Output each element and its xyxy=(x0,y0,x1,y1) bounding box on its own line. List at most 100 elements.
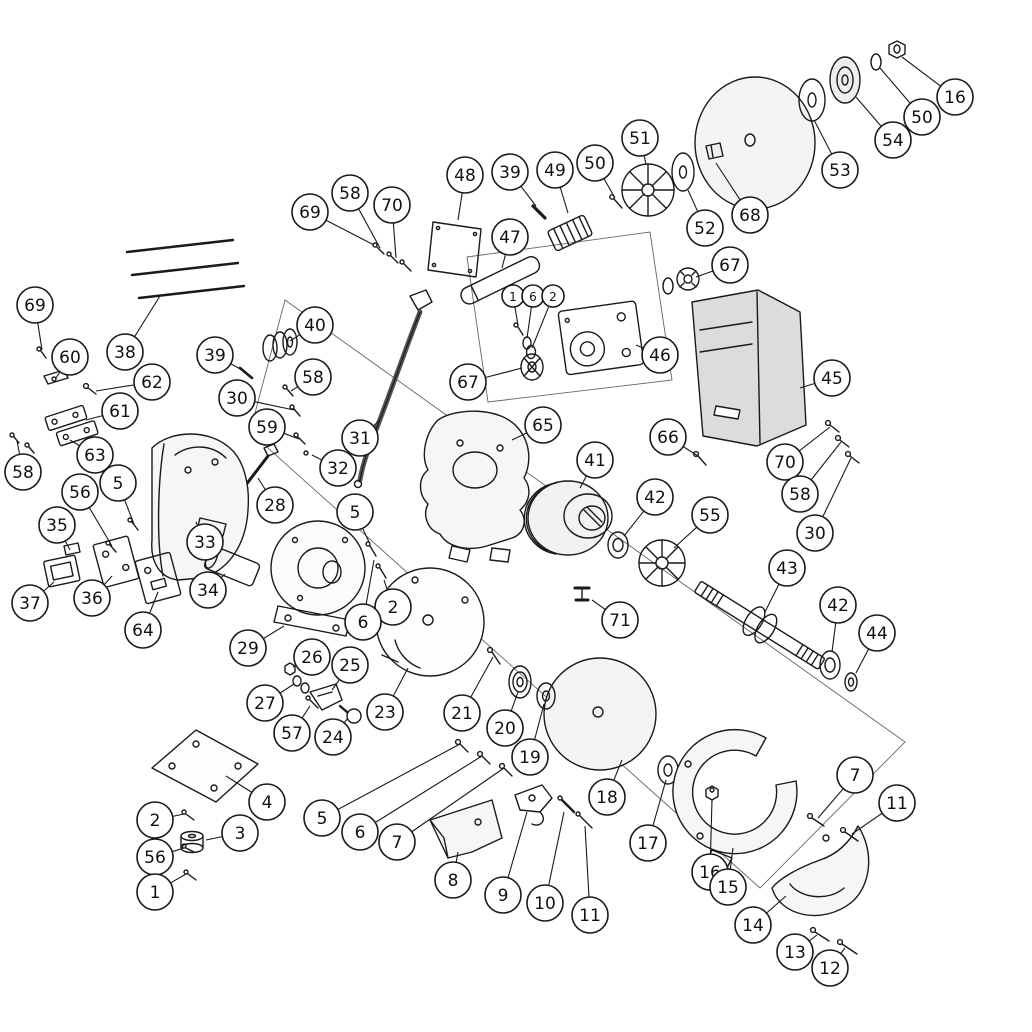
callout-balloon xyxy=(373,186,411,224)
callout-49: 49 xyxy=(536,151,574,214)
callout-leader-line xyxy=(534,703,545,740)
callout-leader-line xyxy=(149,591,159,614)
callout-balloon xyxy=(903,98,941,136)
part-flange-20 xyxy=(508,665,532,699)
callout-9: 9 xyxy=(484,811,528,914)
part-inner-guard-29 xyxy=(270,520,366,637)
callout-leader-line xyxy=(373,419,381,427)
callout-50: 50 xyxy=(879,67,941,136)
callout-number: 47 xyxy=(499,228,521,248)
callout-48: 48 xyxy=(446,156,484,221)
callout-37: 37 xyxy=(11,581,55,622)
callout-number: 30 xyxy=(804,524,826,544)
part-pin-10 xyxy=(557,795,576,814)
part-bearing-flange-67b xyxy=(520,353,544,381)
callout-balloon xyxy=(196,336,234,374)
callout-number: 69 xyxy=(24,296,46,316)
callout-leader-line xyxy=(603,178,616,199)
callout-number: 27 xyxy=(254,694,276,714)
callout-leader-line xyxy=(798,426,831,452)
callout-31: 31 xyxy=(341,419,381,457)
callout-number: 10 xyxy=(534,894,556,914)
callout-balloon xyxy=(106,333,144,371)
callout-balloon xyxy=(796,514,834,552)
callout-number: 6 xyxy=(355,823,366,843)
callout-number: 64 xyxy=(132,621,154,641)
part-pulley-40 xyxy=(262,328,298,362)
callout-26: 26 xyxy=(292,638,331,676)
callout-balloon xyxy=(601,601,639,639)
part-plate-48 xyxy=(427,221,482,278)
callout-number: 42 xyxy=(827,596,849,616)
callout-number: 1 xyxy=(150,883,161,903)
callout-number: 65 xyxy=(532,416,554,436)
callout-40: 40 xyxy=(289,306,334,344)
part-foot-cap-3 xyxy=(180,830,204,854)
callout-balloon xyxy=(4,453,42,491)
callout-number: 6 xyxy=(529,290,537,304)
part-washer-19 xyxy=(536,682,556,710)
part-guard-cover-14 xyxy=(771,825,870,917)
callout-39: 39 xyxy=(196,336,243,374)
part-screws-top-mid xyxy=(372,242,412,272)
callout-number: 61 xyxy=(109,402,131,422)
callout-number: 33 xyxy=(194,533,216,553)
callout-number: 2 xyxy=(388,598,399,618)
callout-number: 48 xyxy=(454,166,476,186)
callout-leader-line xyxy=(511,432,528,441)
callout-balloon xyxy=(136,801,174,839)
callout-number: 20 xyxy=(494,719,516,739)
callout-30: 30 xyxy=(218,379,295,417)
callout-4: 4 xyxy=(225,775,286,821)
callout-42: 42 xyxy=(623,478,674,537)
callout-number: 5 xyxy=(317,809,328,829)
callout-number: 46 xyxy=(649,346,671,366)
callout-number: 42 xyxy=(644,488,666,508)
callout-leader-line xyxy=(687,189,699,212)
callout-25: 25 xyxy=(331,646,369,691)
callout-number: 38 xyxy=(114,343,136,363)
callout-balloon xyxy=(38,506,76,544)
callout-number: 39 xyxy=(204,346,226,366)
callout-45: 45 xyxy=(799,359,851,397)
callout-balloon xyxy=(294,358,332,396)
callout-leader-line xyxy=(715,162,741,201)
callout-leader-line xyxy=(501,254,507,269)
callout-number: 56 xyxy=(69,483,91,503)
callout-41: 41 xyxy=(576,441,614,489)
callout-8: 8 xyxy=(434,851,472,899)
callout-balloon xyxy=(811,949,849,987)
callout-balloon xyxy=(709,868,747,906)
callout-balloon xyxy=(341,813,379,851)
callout-leader-line xyxy=(172,847,185,853)
callout-leader-line xyxy=(813,119,833,155)
callout-number: 2 xyxy=(549,290,557,304)
callout-leader-line xyxy=(289,334,301,342)
callout-70: 70 xyxy=(766,426,831,481)
callout-balloon xyxy=(16,286,54,324)
callout-leader-line xyxy=(485,367,523,379)
callout-leader-line xyxy=(879,67,911,104)
callout-balloon xyxy=(229,629,267,667)
part-switch-37 xyxy=(43,554,81,588)
callout-leader-line xyxy=(799,382,815,389)
part-screws-13-12 xyxy=(809,926,858,955)
callout-number: 13 xyxy=(784,943,806,963)
callout-65: 65 xyxy=(511,406,562,444)
callout-leader-line xyxy=(392,667,409,697)
callout-balloon xyxy=(331,174,369,212)
part-screw-62 xyxy=(82,382,97,395)
callout-leader-line xyxy=(810,441,842,481)
part-clamp-25 xyxy=(309,683,343,711)
callout-balloon xyxy=(434,861,472,899)
part-tie-rods-38 xyxy=(125,238,246,300)
callout-62: 62 xyxy=(95,363,171,401)
callout-leader-line xyxy=(507,811,528,878)
callout-leader-line xyxy=(470,656,494,698)
callout-leader-line xyxy=(526,306,532,339)
part-bracket-60 xyxy=(43,369,69,385)
callout-balloon xyxy=(734,906,772,944)
callout-leader-line xyxy=(520,185,537,207)
callout-number: 49 xyxy=(544,161,566,181)
